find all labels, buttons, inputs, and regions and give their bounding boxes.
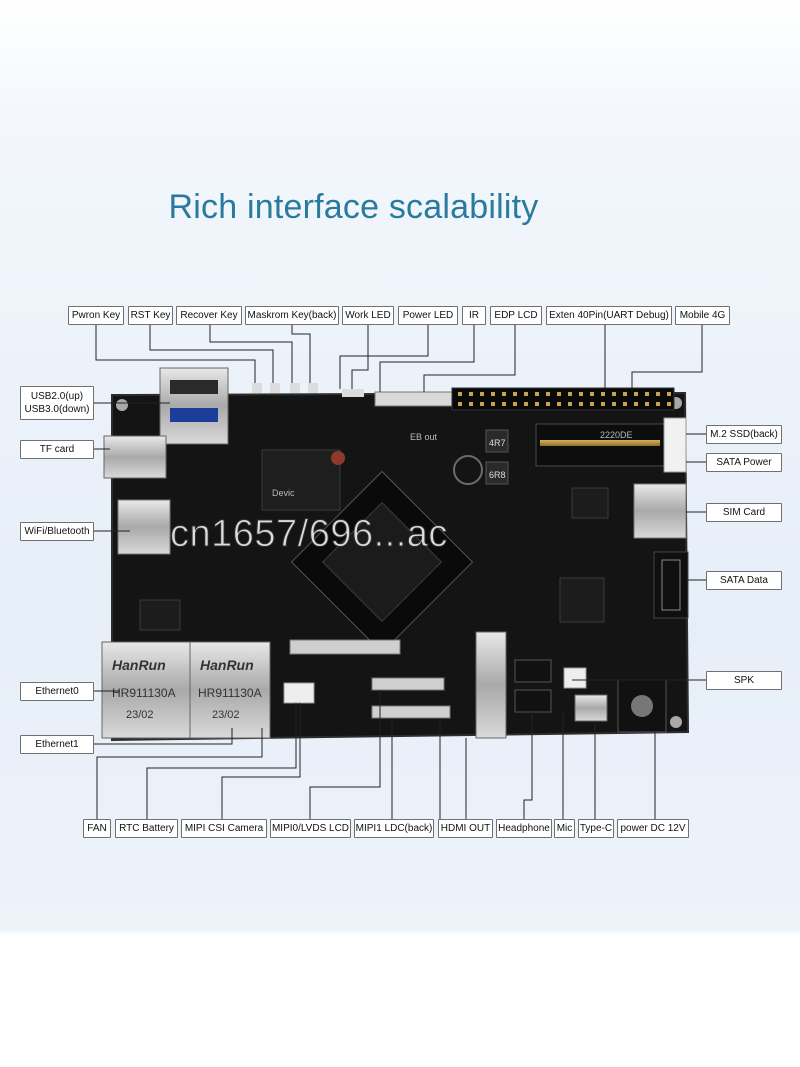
label-headphone: Headphone: [496, 819, 552, 838]
label-power-led: Power LED: [398, 306, 458, 325]
key-button: [308, 383, 318, 393]
type-c-port: [574, 694, 608, 722]
label-ir: IR: [462, 306, 486, 325]
label-maskrom-key: Maskrom Key(back): [245, 306, 339, 325]
wifi-module: [117, 499, 171, 555]
svg-text:23/02: 23/02: [126, 709, 154, 721]
standoff: [331, 451, 345, 465]
rj45-brand: HanRun: [112, 657, 166, 673]
svg-text:Devic: Devic: [272, 488, 295, 498]
label-tf-card: TF card: [20, 440, 94, 459]
bottom-margin: [0, 935, 800, 1067]
label-mobile-4g: Mobile 4G: [675, 306, 730, 325]
label-pwron-key: Pwron Key: [68, 306, 124, 325]
spk-connector: [563, 667, 587, 689]
key-button: [252, 383, 262, 393]
label-usb: USB2.0(up) USB3.0(down): [20, 386, 94, 420]
svg-text:HR911130A: HR911130A: [112, 686, 176, 700]
label-recover-key: Recover Key: [176, 306, 242, 325]
label-mipi0-lvds-lcd: MIPI0/LVDS LCD: [270, 819, 351, 838]
mipi-connector: [371, 677, 445, 691]
label-rst-key: RST Key: [128, 306, 173, 325]
led: [342, 389, 364, 397]
svg-text:6R8: 6R8: [489, 470, 506, 480]
svg-text:HR911130A: HR911130A: [198, 686, 262, 700]
rtc-connector: [283, 682, 315, 704]
label-mipi1-ldc: MIPI1 LDC(back): [354, 819, 434, 838]
sim-card-slot: [633, 483, 687, 539]
svg-text:EB out: EB out: [410, 432, 438, 442]
watermark-text: cn1657/696...ac: [170, 513, 448, 556]
ethernet1-port: [189, 641, 271, 739]
label-exten-40pin: Exten 40Pin(UART Debug): [546, 306, 672, 325]
label-work-led: Work LED: [342, 306, 394, 325]
page-title: Rich interface scalability: [168, 188, 539, 226]
label-edp-lcd: EDP LCD: [490, 306, 542, 325]
emmc-chip: [261, 449, 341, 511]
inductor: [485, 429, 509, 453]
label-wifi-bluetooth: WiFi/Bluetooth: [20, 522, 94, 541]
mipi-connector: [289, 639, 401, 655]
rj45-brand: HanRun: [200, 657, 254, 673]
sata-power-connector: [663, 417, 687, 473]
gpio-header: [451, 387, 675, 411]
key-button: [270, 383, 280, 393]
svg-text:23/02: 23/02: [212, 709, 240, 721]
key-button: [290, 383, 300, 393]
label-usb2: USB2.0(up): [30, 391, 84, 402]
headphone-jack: [514, 659, 552, 683]
hdmi-port: [475, 631, 507, 739]
label-mic: Mic: [554, 819, 575, 838]
label-sata-power: SATA Power: [706, 453, 782, 472]
label-m2-ssd: M.2 SSD(back): [706, 425, 782, 444]
mount-hole: [670, 716, 682, 728]
label-sim-card: SIM Card: [706, 503, 782, 522]
label-type-c: Type-C: [578, 819, 614, 838]
label-usb3: USB3.0(down): [24, 404, 90, 415]
inductor: [485, 461, 509, 485]
mipi-connector: [371, 705, 451, 719]
ethernet0-port: [101, 641, 191, 739]
tf-card-slot: [103, 435, 167, 479]
label-spk: SPK: [706, 671, 782, 690]
label-fan: FAN: [83, 819, 111, 838]
svg-text:4R7: 4R7: [489, 438, 506, 448]
label-ethernet0: Ethernet0: [20, 682, 94, 701]
mount-hole: [116, 399, 128, 411]
label-mipi-csi-camera: MIPI CSI Camera: [181, 819, 267, 838]
label-rtc-battery: RTC Battery: [115, 819, 178, 838]
label-hdmi-out: HDMI OUT: [438, 819, 493, 838]
sata-data-connector: [653, 551, 689, 619]
label-sata-data: SATA Data: [706, 571, 782, 590]
label-ethernet1: Ethernet1: [20, 735, 94, 754]
label-power-dc-12v: power DC 12V: [617, 819, 689, 838]
svg-text:2220DE: 2220DE: [600, 430, 633, 440]
